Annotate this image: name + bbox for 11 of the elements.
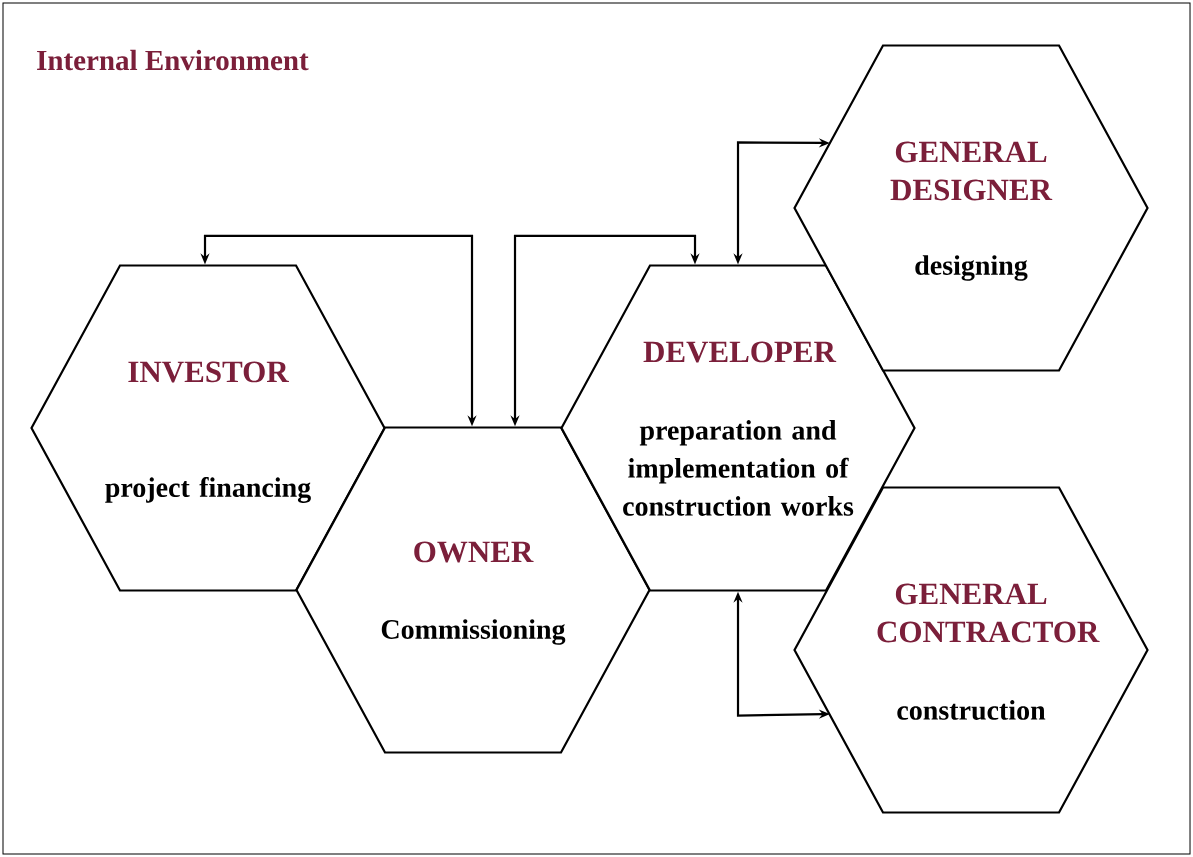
heading: INVESTOR: [128, 361, 289, 383]
description: Commissioning: [381, 619, 566, 645]
description: designing: [915, 255, 1028, 281]
description: project financing: [105, 477, 311, 503]
description: construction: [897, 700, 1046, 720]
heading: OWNER: [414, 541, 534, 563]
heading: DEVELOPER: [643, 341, 837, 363]
heading: GENERAL CONTRACTOR: [877, 583, 1100, 643]
heading: GENERAL DESIGNER: [890, 141, 1053, 201]
title: Internal Environment: [37, 49, 309, 71]
description: preparation and implementation of construction works: [623, 420, 854, 516]
